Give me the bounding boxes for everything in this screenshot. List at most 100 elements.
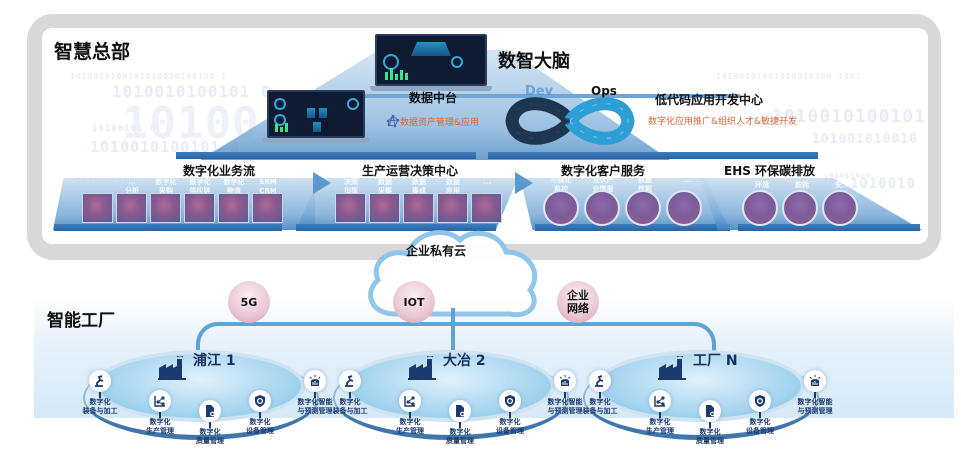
module-label: 数字化智能 与预测管理 [297, 398, 333, 415]
module-connector [459, 422, 461, 428]
module-connector [259, 412, 261, 418]
flow-arrow-icon [515, 172, 533, 194]
factory-module[interactable]: 数字化智能 与预测管理 [290, 370, 340, 416]
tile[interactable] [471, 193, 502, 223]
factory-module[interactable]: 数字化 设备管理 [735, 390, 785, 436]
tile[interactable] [403, 193, 434, 223]
tile[interactable] [666, 190, 702, 226]
factory-module[interactable]: 数字化 质量管理 [685, 400, 735, 446]
item-caption: 能耗 [795, 181, 809, 189]
item-caption: … 分析 [125, 178, 139, 195]
module-label: 数字化 质量管理 [696, 428, 724, 445]
robot-arm-icon [589, 370, 611, 392]
devops-ops-label: Ops [591, 84, 617, 98]
section-title-customer-service: 数字化客户服务 [561, 164, 646, 178]
module-label: 数字化 装备与加工 [582, 398, 618, 415]
private-cloud-label: 企业私有云 [406, 244, 467, 258]
module-label: 数字化 设备管理 [746, 418, 774, 435]
share-chart-icon [399, 390, 421, 412]
binary-decoration: 1010010 [850, 176, 917, 192]
factory-module[interactable]: 数字化智能 与预测管理 [540, 370, 590, 416]
factory-module[interactable]: 数字化 生产管理 [385, 390, 435, 436]
devops-dev-label: Dev [525, 84, 554, 99]
tile[interactable] [742, 190, 778, 226]
tile[interactable] [625, 190, 661, 226]
factory-icon [157, 355, 187, 380]
factory-module[interactable]: 数字化 设备管理 [235, 390, 285, 436]
tile[interactable] [782, 190, 818, 226]
network-node-5g[interactable]: 5G [228, 281, 270, 323]
platform-edge [488, 152, 818, 159]
binary-decoration: 101001010010 [812, 132, 918, 147]
shield-search-icon [499, 390, 521, 412]
module-connector [99, 392, 101, 398]
laptop-base [262, 138, 370, 143]
tile[interactable] [335, 193, 366, 223]
factory-module[interactable]: 数字化 质量管理 [185, 400, 235, 446]
module-connector [759, 412, 761, 418]
factory-module[interactable]: 数字化 设备管理 [485, 390, 535, 436]
factory-module[interactable]: 数字化 生产管理 [635, 390, 685, 436]
shield-search-icon [249, 390, 271, 412]
module-label: 数字化 质量管理 [446, 428, 474, 445]
share-chart-icon [149, 390, 171, 412]
business-flow-tiles [82, 193, 283, 223]
module-label: 数字化智能 与预测管理 [547, 398, 583, 415]
factory-icon [657, 355, 687, 380]
data-center-subtitle: 数据资产管理&应用 [400, 118, 480, 128]
platform-edge [320, 94, 740, 98]
module-label: 数字化 装备与加工 [82, 398, 118, 415]
brain-title: 数智大脑 [498, 51, 570, 72]
binary-decoration: 1010010100101010010100100 1 [70, 72, 228, 81]
binary-decoration: 101001010 [824, 172, 871, 180]
item-caption: 安… [835, 181, 849, 189]
tile[interactable] [218, 193, 249, 223]
factory-module[interactable]: 数字化 装备与加工 [575, 370, 625, 416]
business-flow-captions: … 分析 数字化 采购 数字化 供应链 数字化 物流 SRM CRM [115, 178, 285, 196]
customer-service-captions: 可视化 监控 光伏产 业情报 数据 挖掘 ... [540, 176, 708, 194]
item-caption: ... [683, 176, 691, 184]
binary-decoration: 1010010100101 0 [112, 82, 272, 101]
tile[interactable] [150, 193, 181, 223]
module-connector [209, 422, 211, 428]
robot-arm-icon [339, 370, 361, 392]
network-node-enterprise-net[interactable]: 企业 网络 [557, 281, 599, 323]
share-chart-icon [649, 390, 671, 412]
item-caption: 数字化 采购 [155, 178, 177, 195]
tile[interactable] [437, 193, 468, 223]
item-caption: SRM CRM [259, 178, 277, 195]
customer-service-tiles [543, 190, 702, 226]
tile[interactable] [252, 193, 283, 223]
factory-module[interactable]: 数字化 质量管理 [435, 400, 485, 446]
factory-module[interactable]: 数字化 装备与加工 [75, 370, 125, 416]
factory-module[interactable]: 数字化智能 与预测管理 [790, 370, 840, 416]
module-label: 数字化 装备与加工 [332, 398, 368, 415]
document-gear-icon [199, 400, 221, 422]
item-caption: 数字化 供应链 [189, 178, 211, 195]
tile[interactable] [543, 190, 579, 226]
network-node-iot[interactable]: IOT [393, 281, 435, 323]
module-connector [564, 392, 566, 398]
platform-edge [176, 152, 476, 159]
module-connector [599, 392, 601, 398]
tile[interactable] [584, 190, 620, 226]
factory-module[interactable]: 数字化 装备与加工 [325, 370, 375, 416]
platform-edge [296, 224, 496, 231]
module-connector [314, 392, 316, 398]
factory-module[interactable]: 数字化 生产管理 [135, 390, 185, 436]
tile[interactable] [369, 193, 400, 223]
shield-search-icon [749, 390, 771, 412]
tile[interactable] [184, 193, 215, 223]
item-caption: 决策 指挥 [344, 178, 358, 195]
tile[interactable] [822, 190, 858, 226]
document-gear-icon [699, 400, 721, 422]
alarm-light-icon [804, 370, 826, 392]
item-caption: 可视化 监控 [550, 176, 572, 193]
tile[interactable] [116, 193, 147, 223]
lowcode-subtitle: 数字化应用推广&组织人才&敏捷开发 [648, 117, 798, 127]
item-caption: 环境 [755, 181, 769, 189]
tile[interactable] [82, 193, 113, 223]
data-center-title: 数据中台 [409, 91, 458, 105]
factory-title: 智能工厂 [47, 311, 115, 331]
module-connector [349, 392, 351, 398]
